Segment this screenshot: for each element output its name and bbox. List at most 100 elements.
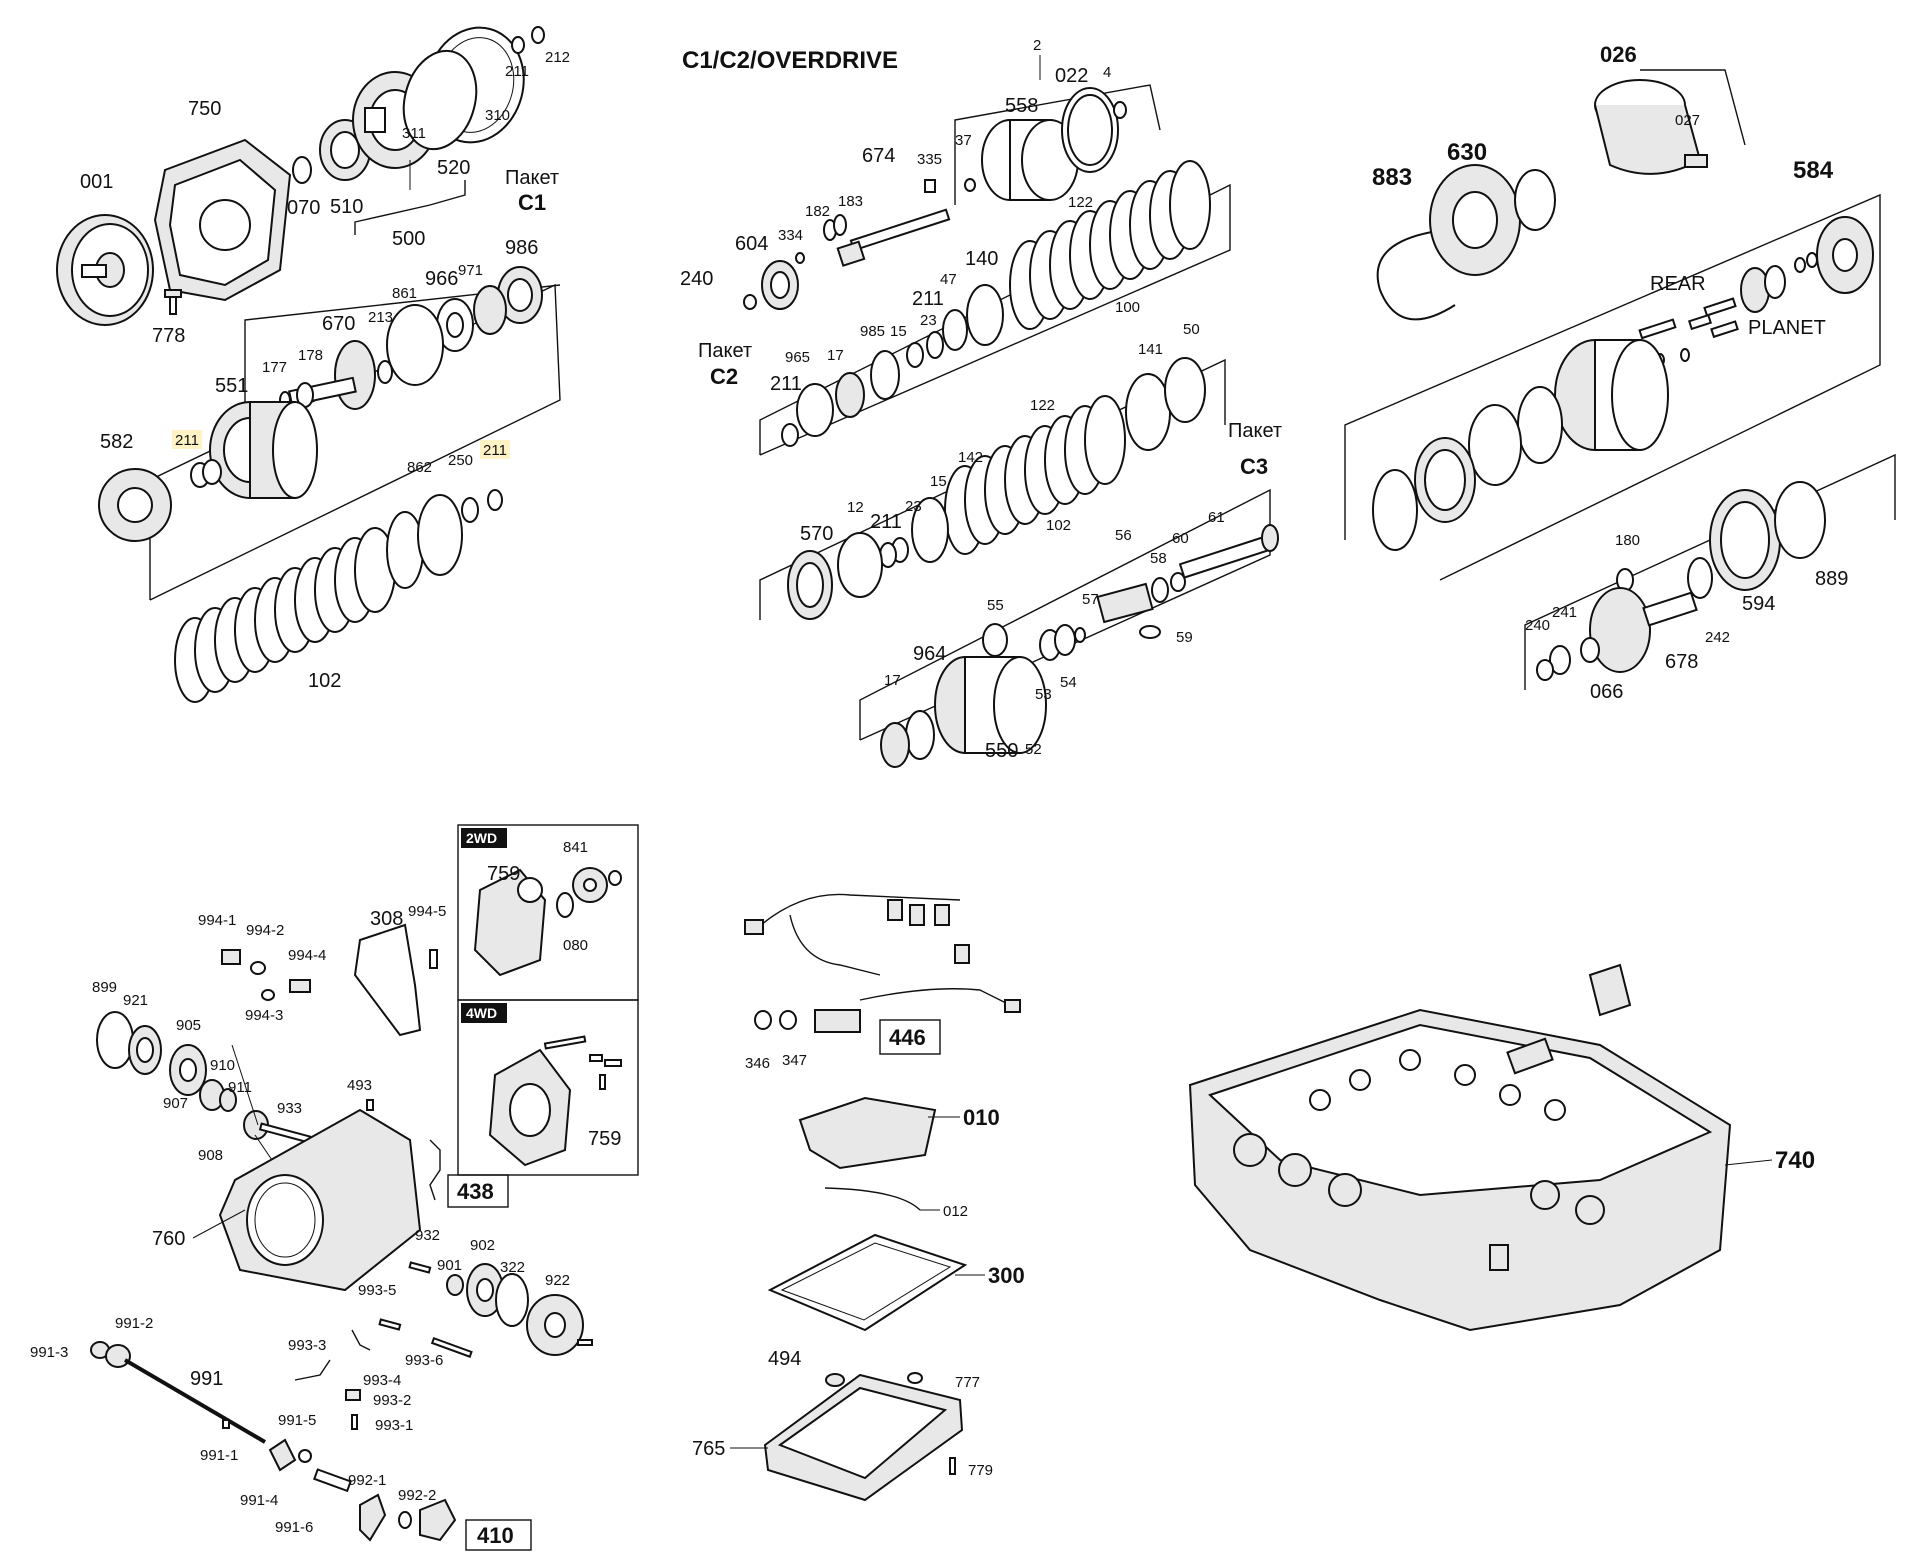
seal-ring-icon xyxy=(1580,637,1600,663)
output-ring-gear-icon xyxy=(1709,489,1781,591)
label-901: 901 xyxy=(437,1257,462,1274)
bolt-icon xyxy=(366,1099,374,1111)
o-ring-icon xyxy=(402,49,478,151)
label-335: 335 xyxy=(917,151,942,168)
rod-icon xyxy=(430,1336,473,1358)
label-594: 594 xyxy=(1742,593,1775,615)
connector-icon xyxy=(954,944,970,964)
label-310: 310 xyxy=(485,107,510,124)
piston-icon xyxy=(1164,357,1206,423)
planet-carrier-drum-icon xyxy=(934,656,1047,754)
bolt-icon xyxy=(949,1457,956,1475)
label-322: 322 xyxy=(500,1259,525,1276)
label-180: 180 xyxy=(1615,532,1640,549)
label-142: 142 xyxy=(958,449,983,466)
label-584: 584 xyxy=(1793,157,1834,184)
word-rear: REAR xyxy=(1650,273,1706,295)
label-777: 777 xyxy=(955,1374,980,1391)
seal-ring-icon xyxy=(833,214,847,236)
section-c2-c3-assembly: C1/C2/OVERDRIVE xyxy=(680,37,1282,768)
seal-ring-icon xyxy=(202,459,222,485)
label-994-5: 994-5 xyxy=(408,903,446,920)
pin-icon xyxy=(378,1318,402,1331)
section-harness-pan: 446 346 347 010 012 300 494 777 765 779 xyxy=(692,893,1025,1502)
label-889: 889 xyxy=(1815,568,1848,590)
label-993-2: 993-2 xyxy=(373,1392,411,1409)
label-240: 240 xyxy=(680,268,713,290)
label-102: 102 xyxy=(308,670,341,692)
label-54: 54 xyxy=(1060,674,1077,691)
label-347: 347 xyxy=(782,1052,807,1069)
label-994-3: 994-3 xyxy=(245,1007,283,1024)
box-4wd xyxy=(457,999,639,1176)
label-991-2: 991-2 xyxy=(115,1315,153,1332)
small-seal-icon xyxy=(964,178,976,192)
label-862: 862 xyxy=(407,459,432,476)
label-211: 211 xyxy=(870,511,902,533)
label-991-3: 991-3 xyxy=(30,1344,68,1361)
band-strut-icon xyxy=(1684,154,1708,168)
small-seal-icon xyxy=(1794,257,1806,273)
section-c1-assembly: 001 750 778 070 510 311 310 211 212 520 … xyxy=(56,26,570,703)
label-991-5: 991-5 xyxy=(278,1412,316,1429)
label-582: 582 xyxy=(100,431,133,453)
piston-icon xyxy=(942,309,968,351)
label-922: 922 xyxy=(545,1272,570,1289)
section-valve-body: 740 xyxy=(1188,963,1815,1332)
gasket-icon xyxy=(353,923,422,1037)
bolt-icon xyxy=(543,1035,587,1050)
label-630: 630 xyxy=(1447,139,1487,166)
snap-ring-icon xyxy=(1125,373,1171,451)
torque-converter-icon xyxy=(56,214,154,326)
label-23: 23 xyxy=(920,312,937,329)
valve-body-icon xyxy=(1188,963,1732,1332)
tag-4wd: 4WD xyxy=(466,1005,497,1021)
label-994-2: 994-2 xyxy=(246,922,284,939)
label-992-2: 992-2 xyxy=(398,1487,436,1504)
sprag-clutch-icon xyxy=(835,372,865,418)
pack-c1-word: Пакет xyxy=(505,167,559,189)
label-070: 070 xyxy=(287,197,320,219)
label-905: 905 xyxy=(176,1017,201,1034)
label-4: 4 xyxy=(1103,64,1111,81)
linkage-rod-icon xyxy=(294,1359,331,1381)
sprag-clutch-icon xyxy=(473,285,507,335)
label-122: 122 xyxy=(1030,397,1055,414)
label-56: 56 xyxy=(1115,527,1132,544)
top-frame xyxy=(954,84,1161,205)
brake-band-icon xyxy=(1594,79,1702,175)
label-15: 15 xyxy=(890,323,907,340)
label-57: 57 xyxy=(1082,591,1099,608)
clutch-drum-icon xyxy=(209,401,318,499)
pack-c2-word: Пакет xyxy=(698,340,752,362)
thrust-washer-icon xyxy=(1468,404,1522,486)
boxed-438: 438 xyxy=(457,1179,494,1204)
label-994-4: 994-4 xyxy=(288,947,326,964)
label-520: 520 xyxy=(437,157,470,179)
label-122: 122 xyxy=(1068,194,1093,211)
connector-icon xyxy=(934,904,950,926)
label-211: 211 xyxy=(770,373,802,395)
label-242: 242 xyxy=(1705,629,1730,646)
label-765: 765 xyxy=(692,1438,725,1460)
connector-icon xyxy=(744,919,764,935)
adapter-housing-icon xyxy=(488,1048,572,1167)
label-50: 50 xyxy=(1183,321,1200,338)
label-100: 100 xyxy=(1115,299,1140,316)
label-140: 140 xyxy=(965,248,998,270)
seal-ring-icon xyxy=(1536,659,1554,681)
overdrive-title: C1/C2/OVERDRIVE xyxy=(682,47,898,74)
seal-ring-icon xyxy=(487,489,503,511)
label-933: 933 xyxy=(277,1100,302,1117)
bracket-500 xyxy=(354,180,466,235)
bolt-icon xyxy=(604,1059,622,1067)
label-311: 311 xyxy=(402,125,426,142)
clutch-plate-stack-icon xyxy=(944,395,1126,555)
pinion-pin-icon xyxy=(1638,297,1739,340)
pack-c3-word: Пакет xyxy=(1228,420,1282,442)
converter-housing-icon xyxy=(153,138,292,302)
seal-ring-icon xyxy=(1170,572,1186,592)
label-022: 022 xyxy=(1055,65,1088,87)
clutch-plate-stack-icon xyxy=(174,527,396,703)
pack-c2-label: C2 xyxy=(710,364,738,389)
